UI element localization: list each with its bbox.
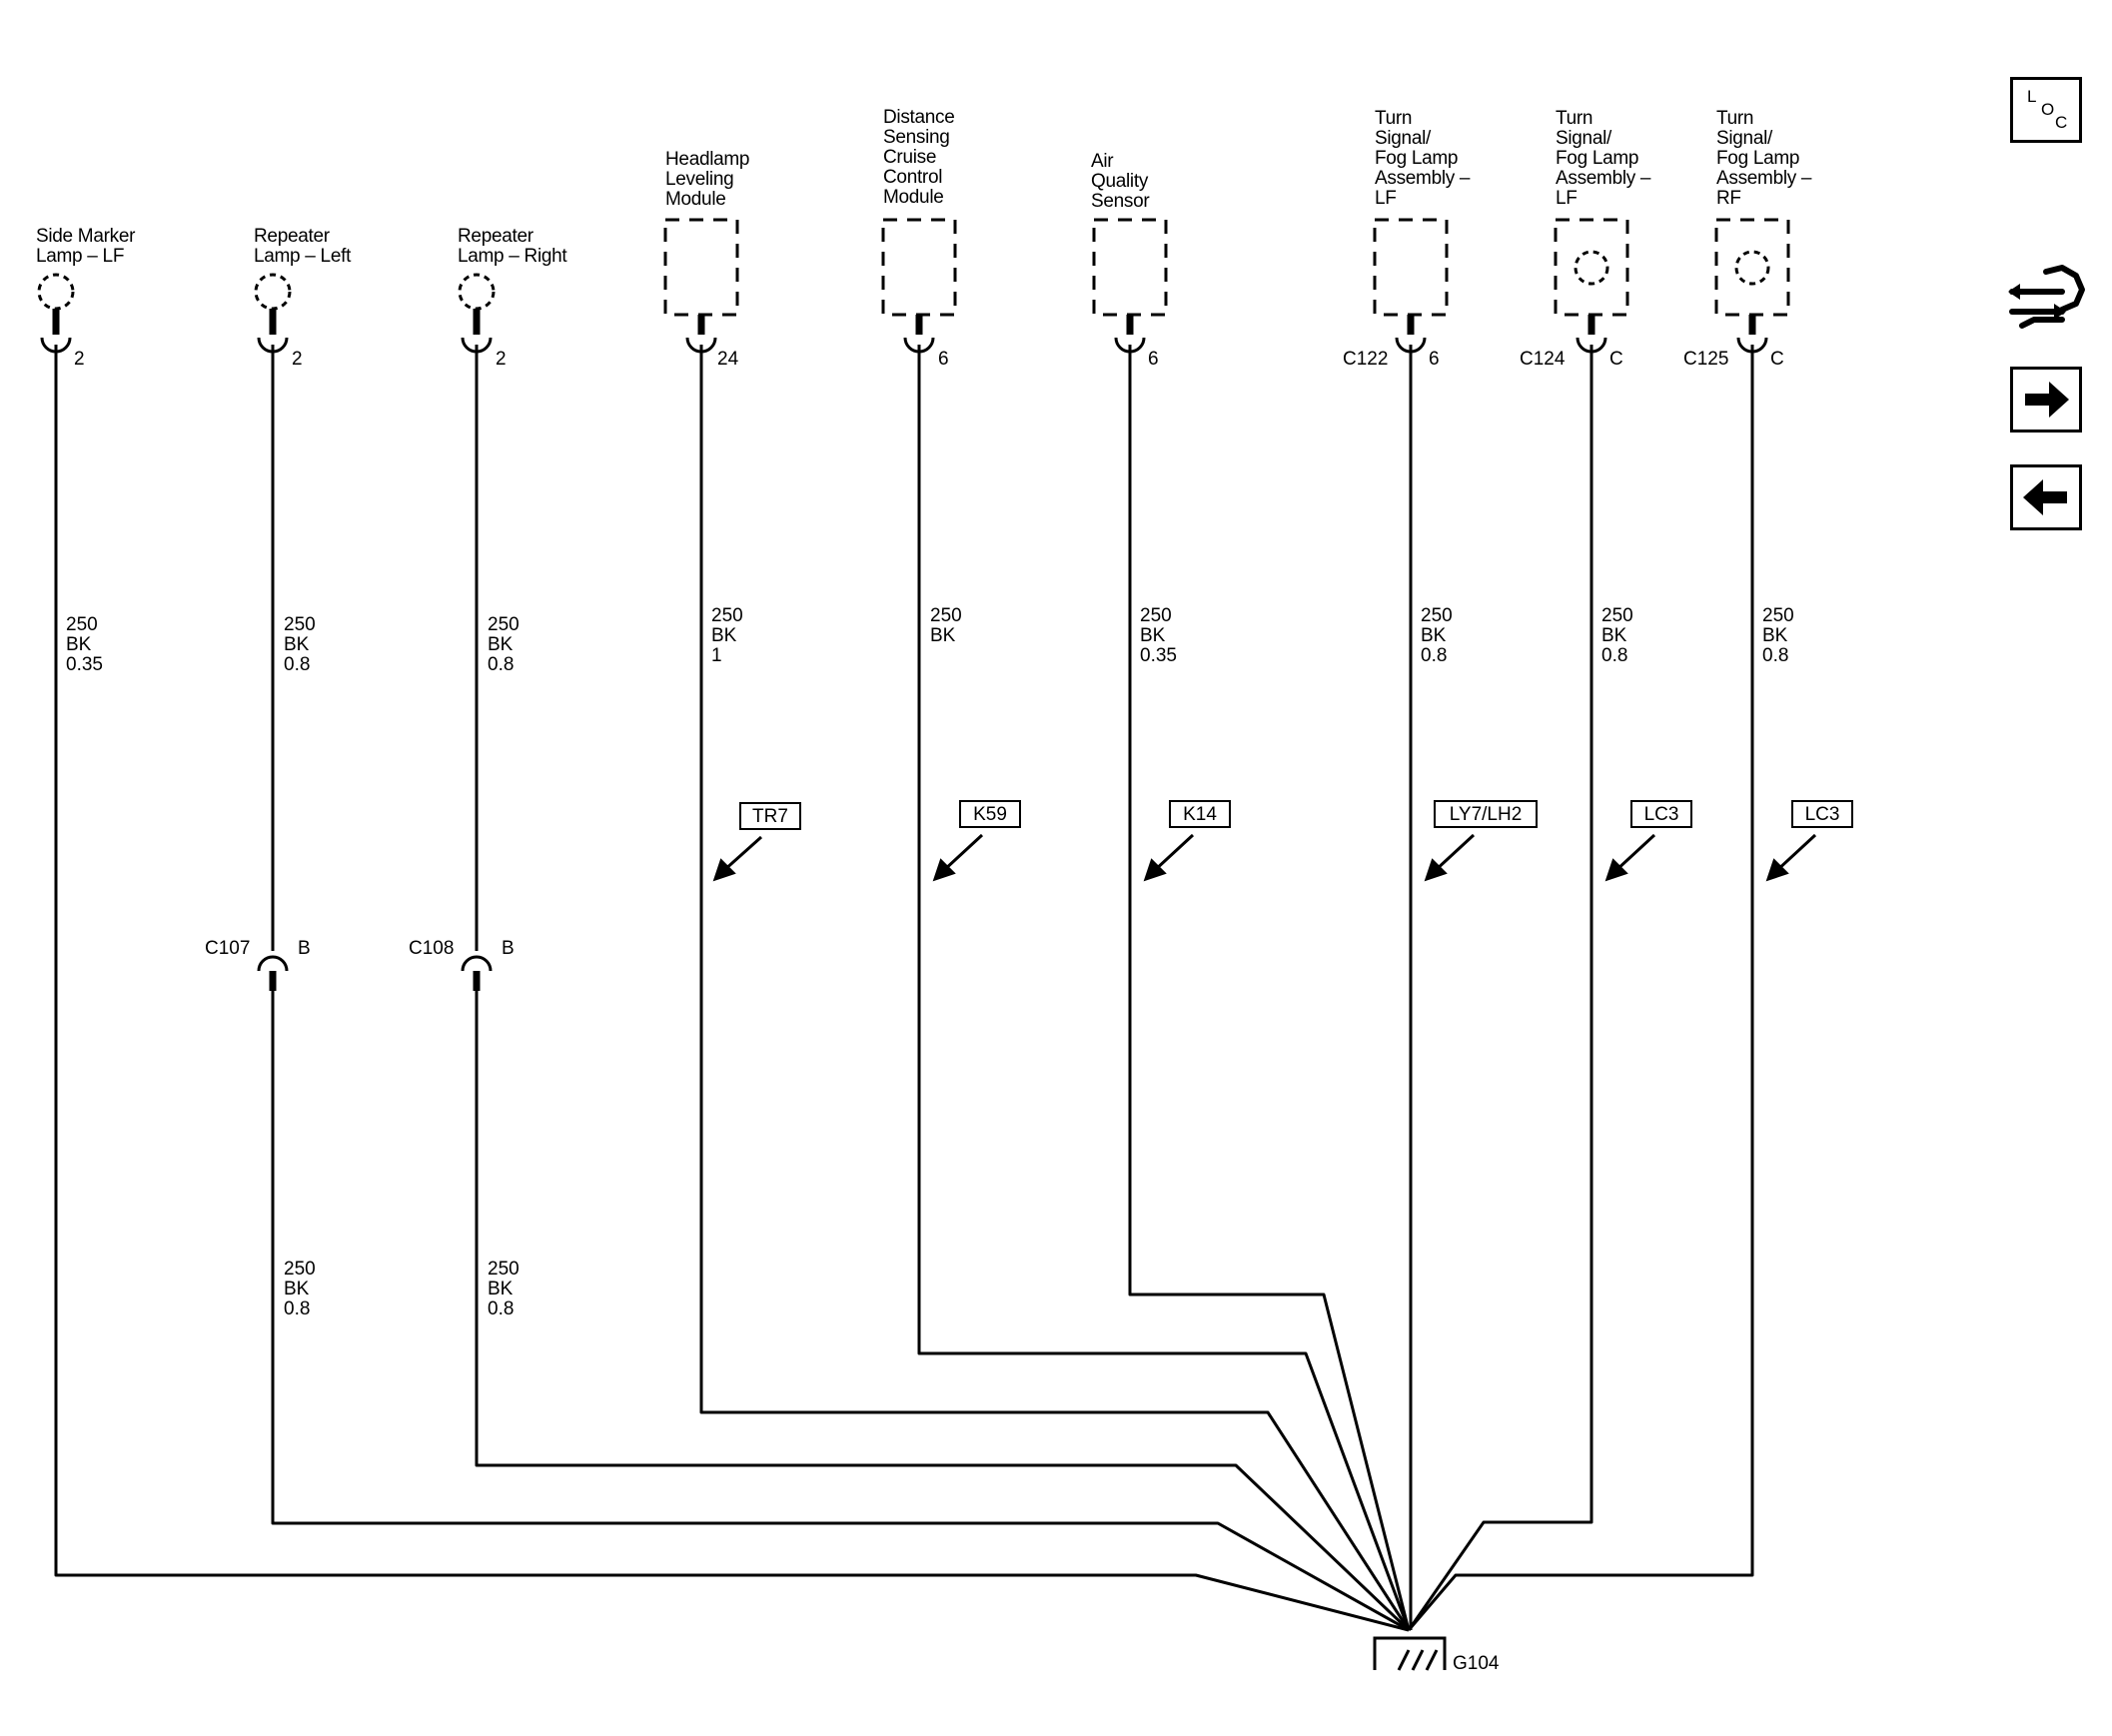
component-label-turn-signal-c124: Turn Signal/ Fog Lamp Assembly – LF: [1556, 108, 1651, 209]
component-label-repeater-right: Repeater Lamp – Right: [458, 226, 567, 267]
wire-spec-turn-signal-c125: 250 BK 0.8: [1762, 605, 1794, 666]
arrow-left-icon: [2023, 479, 2067, 515]
inline-pin-c107: B: [298, 938, 311, 959]
option-box-lc3-b: LC3: [1791, 800, 1853, 828]
connector-id-c125: C125: [1683, 349, 1729, 370]
inline-connector-id-c108: C108: [409, 938, 455, 959]
component-label-distance-sensing: Distance Sensing Cruise Control Module: [883, 107, 955, 208]
previous-page-button[interactable]: [2010, 464, 2082, 530]
pin-label-repeater-right: 2: [496, 349, 507, 370]
wire-headlamp-leveling: [699, 345, 1411, 1631]
wire-spec-distance-sensing: 250 BK: [930, 605, 962, 646]
pin-label-distance-sensing: 6: [938, 349, 949, 370]
component-label-side-marker: Side Marker Lamp – LF: [36, 226, 136, 267]
wire-spec-headlamp-leveling: 250 BK 1: [711, 605, 743, 666]
ground-wires: [54, 345, 1754, 1632]
wire-distance-sensing: [917, 345, 1411, 1631]
component-symbol-air-quality-sensor: [1092, 218, 1168, 317]
arrow-right-icon: [2025, 382, 2069, 418]
component-label-air-quality: Air Quality Sensor: [1091, 151, 1150, 212]
arrow-k59: [932, 833, 984, 882]
ground-label-g104: G104: [1453, 1653, 1500, 1674]
inline-connector-id-c107: C107: [205, 938, 251, 959]
wire-spec-air-quality: 250 BK 0.35: [1140, 605, 1177, 666]
loc-icon-letter-o: O: [2041, 100, 2055, 119]
wire-spec-turn-signal-c122: 250 BK 0.8: [1421, 605, 1453, 666]
component-symbol-turn-signal-lf-c124: [1554, 218, 1629, 317]
pin-label-side-marker: 2: [74, 349, 85, 370]
wire-spec-side-marker: 250 BK 0.35: [66, 614, 103, 675]
ground-symbol-g104: [1373, 1636, 1447, 1671]
arrow-lc3-b: [1765, 833, 1817, 882]
loc-icon-letter-l: L: [2027, 87, 2037, 106]
option-box-ly7-lh2: LY7/LH2: [1434, 800, 1538, 828]
option-box-k14: K14: [1169, 800, 1231, 828]
next-page-button[interactable]: [2010, 367, 2082, 433]
inline-connector-c107: [257, 955, 289, 991]
option-arrows: [712, 833, 1817, 882]
component-symbol-side-marker: [37, 273, 75, 311]
pin-label-air-quality: 6: [1148, 349, 1159, 370]
pin-label-headlamp-leveling: 24: [717, 349, 739, 370]
component-label-repeater-left: Repeater Lamp – Left: [254, 226, 352, 267]
loc-icon-letter-c: C: [2055, 113, 2068, 132]
wire-side-marker: [54, 345, 1410, 1632]
component-label-headlamp-leveling: Headlamp Leveling Module: [665, 149, 750, 210]
inline-connectors: [257, 955, 493, 991]
wire-spec-repeater-left: 250 BK 0.8: [284, 614, 316, 675]
inline-pin-c108: B: [502, 938, 515, 959]
component-label-turn-signal-c122: Turn Signal/ Fog Lamp Assembly – LF: [1375, 108, 1471, 209]
connector-id-c122: C122: [1343, 349, 1389, 370]
option-box-k59: K59: [959, 800, 1021, 828]
pin-label-repeater-left: 2: [292, 349, 303, 370]
wire-spec-turn-signal-c124: 250 BK 0.8: [1601, 605, 1633, 666]
wire-repeater-right-lower: [475, 971, 1411, 1632]
component-symbol-distance-sensing-module: [881, 218, 957, 317]
arrow-ly7: [1424, 833, 1476, 882]
wire-turn-signal-c125: [1407, 345, 1754, 1631]
connector-id-c124: C124: [1520, 349, 1566, 370]
pin-label-turn-signal-c122: 6: [1429, 349, 1440, 370]
wire-spec-repeater-right: 250 BK 0.8: [488, 614, 520, 675]
connector-view-button[interactable]: [2006, 262, 2090, 342]
pin-label-turn-signal-c124: C: [1609, 349, 1623, 370]
option-box-tr7: TR7: [739, 802, 801, 830]
pin-label-turn-signal-c125: C: [1770, 349, 1784, 370]
arrow-lc3-a: [1604, 833, 1656, 882]
lower-wire-spec-repeater-left: 250 BK 0.8: [284, 1259, 316, 1319]
wire-turn-signal-c124: [1407, 345, 1593, 1631]
wire-air-quality: [1128, 345, 1411, 1631]
component-symbol-repeater-right: [458, 273, 496, 311]
component-symbol-repeater-left: [254, 273, 292, 311]
lower-wire-spec-repeater-right: 250 BK 0.8: [488, 1259, 520, 1319]
inline-connector-c108: [461, 955, 493, 991]
arrow-k14: [1143, 833, 1195, 882]
wire-repeater-left-lower: [271, 971, 1410, 1632]
component-label-turn-signal-c125: Turn Signal/ Fog Lamp Assembly – RF: [1716, 108, 1812, 209]
component-symbol-turn-signal-lf-c122: [1373, 218, 1449, 317]
arrow-tr7: [712, 835, 763, 882]
location-button[interactable]: L O C: [2010, 77, 2082, 143]
component-symbol-headlamp-leveling-module: [663, 218, 739, 317]
harness-icon: [2008, 265, 2085, 329]
component-symbol-turn-signal-rf-c125: [1714, 218, 1790, 317]
option-box-lc3-a: LC3: [1630, 800, 1692, 828]
